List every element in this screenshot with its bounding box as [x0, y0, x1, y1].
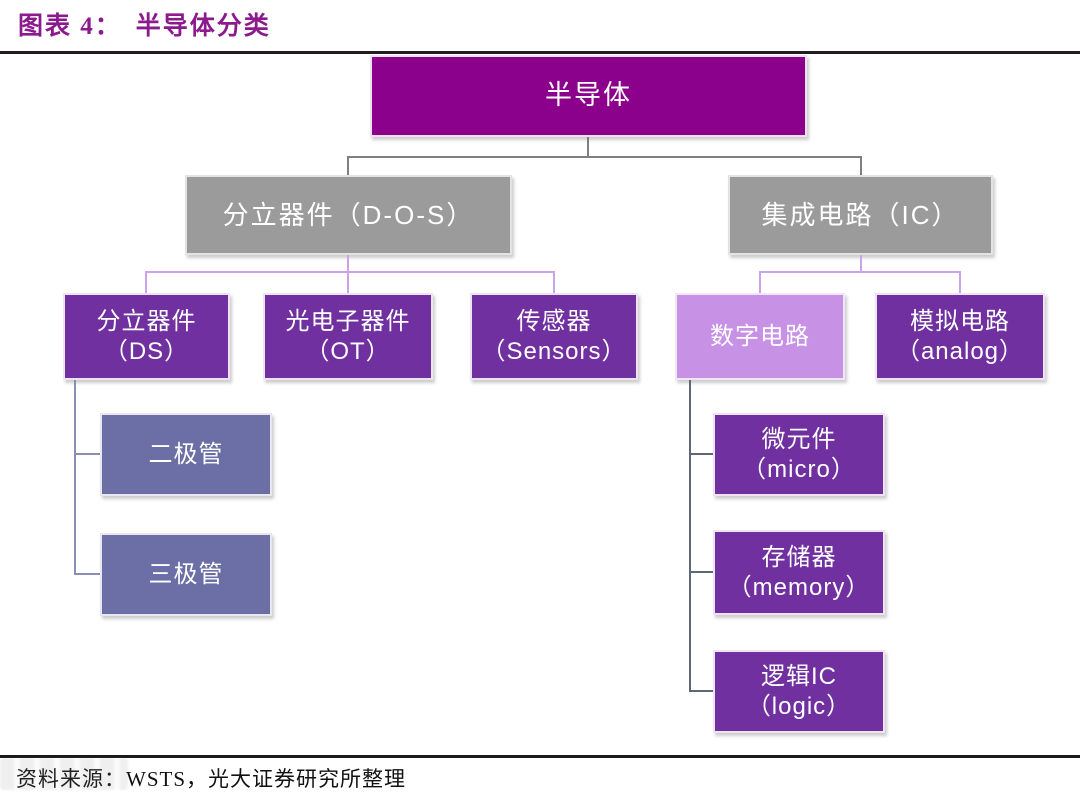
- node-label-line: 分立器件: [96, 307, 197, 335]
- connector-level2-horizontal: [347, 156, 862, 158]
- node-label: 半导体: [545, 80, 632, 111]
- connector-memory-elbow: [689, 571, 714, 573]
- source-note: 资料来源：WSTS，光大证券研究所整理: [16, 767, 407, 791]
- node-label-line: （analog）: [895, 337, 1025, 365]
- connector-analog-stub: [959, 271, 961, 293]
- node-label: 分立器件（D-O-S）: [222, 199, 475, 230]
- connector-digital-stub: [759, 271, 761, 293]
- figure-title: 图表 4： 半导体分类: [18, 6, 271, 42]
- node-label-line: 微元件: [761, 425, 837, 453]
- node-label-line: 光电子器件: [285, 307, 411, 335]
- node-label: 集成电路（IC）: [761, 199, 960, 230]
- node-memory: 存储器 （memory）: [713, 530, 885, 615]
- node-label: 二极管: [148, 440, 224, 468]
- node-label-line: （OT）: [305, 337, 391, 365]
- node-ic-group: 集成电路（IC）: [728, 175, 993, 255]
- connector-diode-elbow: [74, 453, 101, 455]
- figure-name: 半导体分类: [135, 13, 271, 40]
- node-ot: 光电子器件 （OT）: [263, 293, 433, 380]
- node-label-line: （DS）: [103, 337, 190, 365]
- node-ds: 分立器件 （DS）: [63, 293, 230, 380]
- connector-ds-stub: [145, 271, 147, 293]
- node-micro: 微元件 （micro）: [713, 413, 885, 496]
- connector-ic-horizontal: [759, 271, 961, 273]
- node-sensors: 传感器 （Sensors）: [470, 293, 638, 380]
- node-label: 数字电路: [710, 322, 810, 350]
- connector-discrete-horizontal: [145, 271, 555, 273]
- node-label-line: （micro）: [742, 455, 856, 483]
- connector-logic-elbow: [689, 690, 714, 692]
- figure-label: 图表 4：: [18, 13, 122, 40]
- connector-ic-stub: [860, 156, 862, 176]
- node-logic: 逻辑IC （logic）: [713, 650, 885, 733]
- connector-sensors-stub: [553, 271, 555, 293]
- connector-micro-elbow: [689, 453, 714, 455]
- connector-triode-elbow: [74, 573, 101, 575]
- node-discrete-group: 分立器件（D-O-S）: [185, 175, 512, 255]
- node-label-line: 存储器: [761, 543, 837, 571]
- node-digital: 数字电路: [675, 293, 845, 380]
- node-label-line: 传感器: [516, 307, 592, 335]
- node-label: 三极管: [148, 560, 224, 588]
- node-label-line: 逻辑IC: [761, 662, 837, 690]
- node-label-line: （logic）: [746, 692, 852, 720]
- connector-digital-vertical: [689, 380, 691, 692]
- connector-root-stub: [587, 137, 589, 158]
- connector-discrete-stub: [347, 156, 349, 176]
- connector-ds-vertical: [74, 380, 76, 575]
- node-label-line: （memory）: [727, 573, 871, 601]
- node-semiconductor: 半导体: [370, 55, 807, 137]
- node-label-line: 模拟电路: [910, 307, 1010, 335]
- node-analog: 模拟电路 （analog）: [875, 293, 1045, 380]
- node-label-line: （Sensors）: [481, 337, 627, 365]
- node-diode: 二极管: [100, 413, 272, 496]
- title-divider: [0, 51, 1080, 54]
- connector-discrete-down: [347, 255, 349, 293]
- footer-divider: [0, 755, 1080, 758]
- node-triode: 三极管: [100, 533, 272, 616]
- connector-ic-down: [860, 255, 862, 273]
